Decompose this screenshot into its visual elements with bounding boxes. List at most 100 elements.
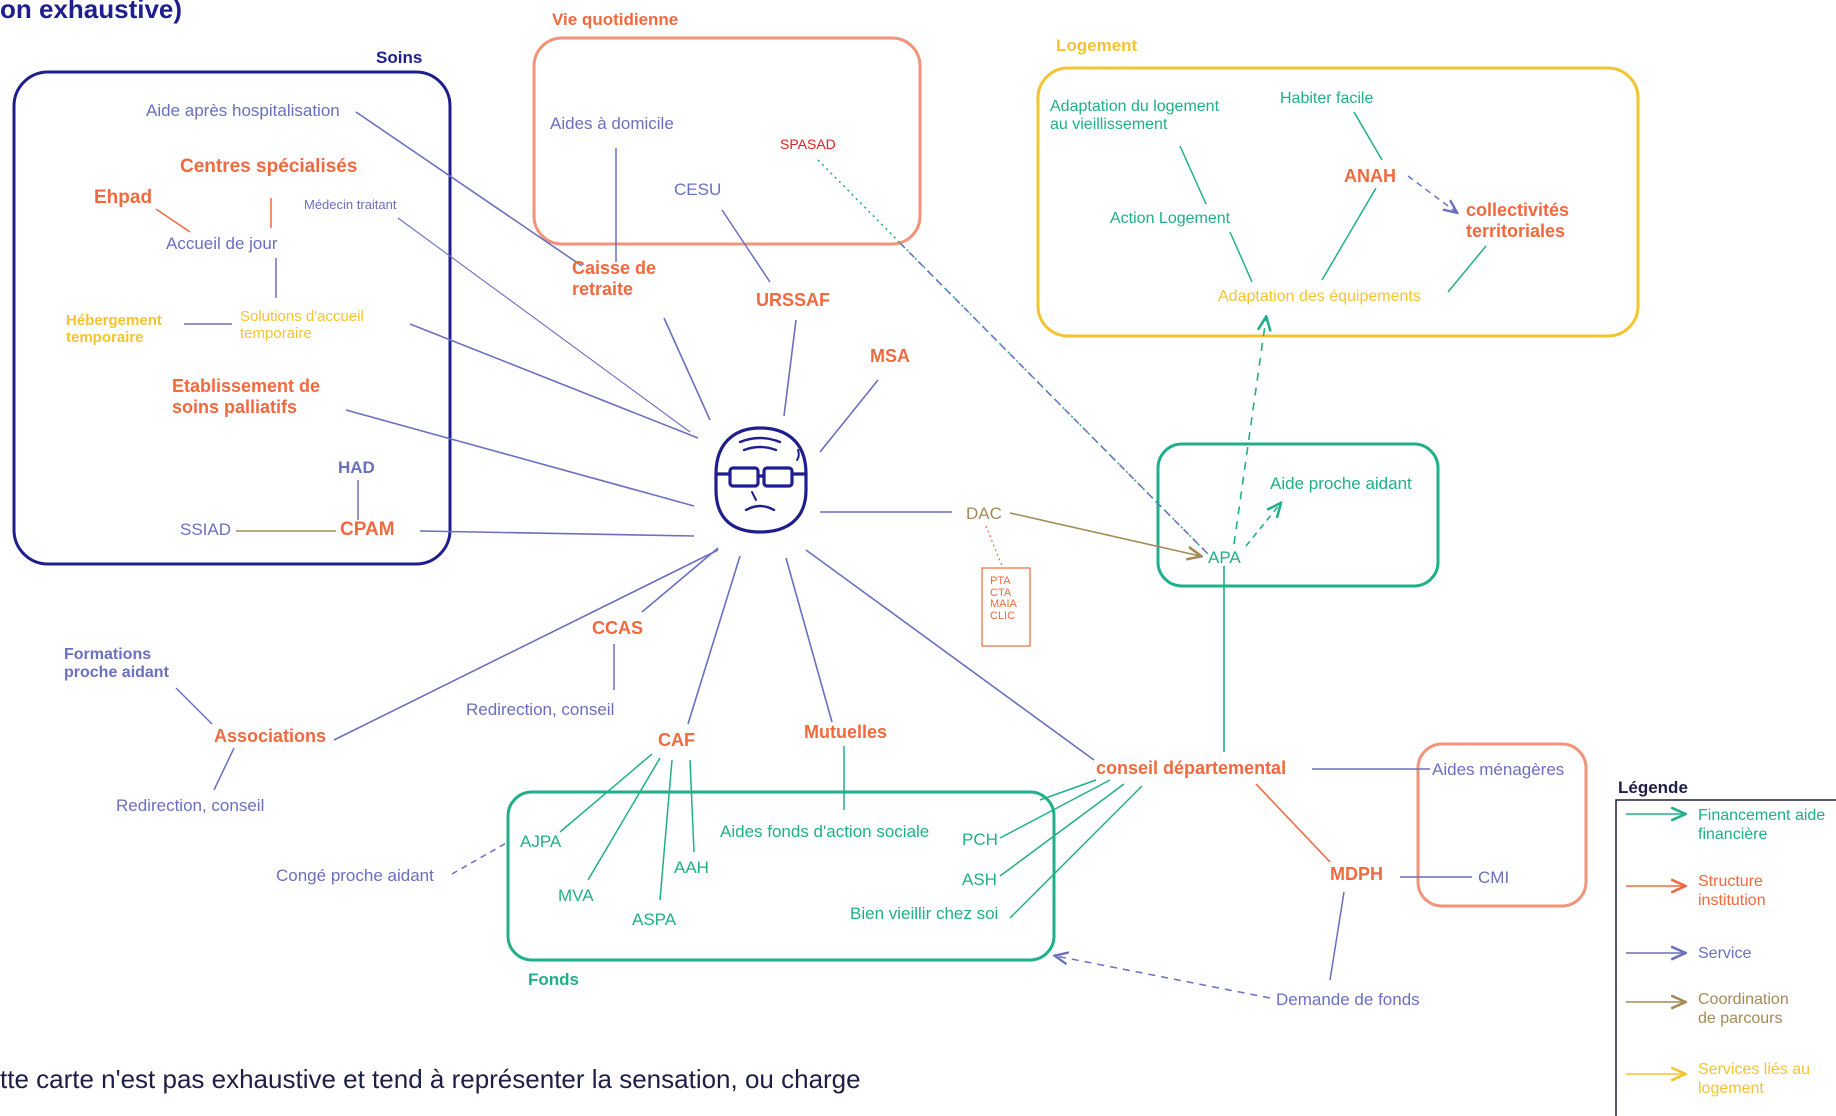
spoke-medecin: [397, 217, 691, 433]
link-conseil-ash: [999, 783, 1125, 877]
group-title-logement: Logement: [1056, 36, 1138, 55]
node-aide-apres-hospitalisation: Aide après hospitalisation: [146, 101, 340, 120]
node-habiter-facile: Habiter facile: [1280, 90, 1374, 107]
link-anah-equip: [1321, 187, 1377, 281]
spoke-cpam: [419, 530, 695, 537]
node-aides-fonds-action-sociale: Aides fonds d'action sociale: [720, 822, 930, 841]
spoke-caf: [687, 555, 741, 725]
node-redirection-conseil-ccas: Redirection, conseil: [466, 700, 615, 719]
link-caf-aah: [689, 759, 695, 853]
node-hebergement-temporaire: Hébergement temporaire: [66, 312, 162, 347]
node-had: HAD: [338, 458, 375, 477]
link-formations-assoc: [175, 687, 213, 725]
elderly-person-icon: [714, 426, 808, 534]
link-demande-fonds: [1056, 956, 1271, 999]
link-apa-equipements: [1233, 318, 1266, 545]
aides-menageres-box: [1416, 742, 1588, 908]
node-cesu: CESU: [674, 180, 722, 199]
dac-subbox: [981, 567, 1031, 647]
link-assoc-redirection: [213, 747, 235, 791]
group-title-vie-quotidienne: Vie quotidienne: [552, 10, 679, 29]
spoke-urssaf: [783, 319, 797, 417]
node-collectivites-territoriales: collectivités territoriales: [1466, 200, 1570, 241]
node-dac: DAC: [966, 504, 1002, 523]
spoke-conseil: [805, 549, 1095, 761]
legend-item-coordination: Coordination de parcours: [1698, 991, 1789, 1028]
spoke-solutions: [409, 323, 699, 439]
node-aide-proche-aidant: Aide proche aidant: [1270, 474, 1412, 493]
node-conge-proche-aidant: Congé proche aidant: [276, 866, 434, 885]
node-msa: MSA: [870, 346, 910, 366]
node-aides-menageres: Aides ménagères: [1432, 760, 1565, 779]
legend-item-logement: Services liés au logement: [1698, 1061, 1811, 1098]
node-demande-de-fonds: Demande de fonds: [1276, 990, 1420, 1009]
soins-box: [12, 70, 452, 566]
node-aah: AAH: [674, 858, 709, 877]
node-dac-box: PTA CTA MAIA CLIC: [990, 575, 1017, 622]
link-dac-box: [985, 525, 1003, 567]
node-action-logement: Action Logement: [1110, 210, 1231, 227]
node-mutuelles: Mutuelles: [804, 722, 888, 742]
node-ajpa: AJPA: [520, 832, 562, 851]
node-ash: ASH: [962, 870, 997, 889]
link-mdph-demande: [1329, 891, 1345, 981]
link-action-equip: [1229, 231, 1253, 283]
vie-quotidienne-box: [532, 36, 922, 246]
node-caisse-de-retraite: Caisse de retraite: [572, 258, 657, 299]
link-dac-apa: [1009, 512, 1200, 556]
legend-title: Légende: [1618, 778, 1688, 797]
spoke-etablissement: [345, 409, 695, 507]
node-redirection-conseil-assoc: Redirection, conseil: [116, 796, 265, 815]
node-associations: Associations: [214, 726, 327, 746]
node-pch: PCH: [962, 830, 998, 849]
link-cesu-urssaf: [721, 209, 771, 283]
node-caf: CAF: [658, 730, 695, 750]
legend-item-structure: Structure institution: [1698, 873, 1766, 910]
page-heading: on exhaustive): [0, 0, 183, 24]
node-bien-vieillir: Bien vieillir chez soi: [850, 904, 999, 923]
logement-box: [1036, 66, 1640, 338]
spoke-mutuelles: [785, 557, 833, 723]
node-cmi: CMI: [1478, 868, 1510, 887]
node-mdph: MDPH: [1330, 864, 1383, 884]
link-conseil-pch: [999, 779, 1111, 839]
spoke-associations: [333, 549, 719, 741]
node-ssiad: SSIAD: [180, 520, 232, 539]
legend-item-financement: Financement aide financière: [1698, 807, 1826, 844]
link-spasad-apa-blue: [899, 242, 1211, 557]
node-anah: ANAH: [1344, 166, 1396, 186]
link-conseil-bien: [1009, 785, 1143, 919]
node-medecin-traitant: Médecin traitant: [304, 197, 397, 212]
link-conge-ajpa: [451, 841, 509, 875]
node-ccas: CCAS: [592, 618, 644, 638]
spoke-msa: [819, 379, 879, 453]
node-cpam: CPAM: [340, 519, 395, 540]
node-adaptation-logement: Adaptation du logement au vieillissement: [1050, 98, 1220, 134]
node-urssaf: URSSAF: [756, 290, 831, 310]
node-apa: APA: [1208, 548, 1241, 567]
node-etablissement-palliatifs: Etablissement de soins palliatifs: [172, 376, 321, 417]
link-caf-aspa: [659, 759, 673, 901]
link-collectivites-equip: [1447, 245, 1487, 293]
node-spasad: SPASAD: [780, 136, 836, 152]
node-adaptation-equipements: Adaptation des équipements: [1218, 288, 1421, 305]
link-conseil-aides-fonds: [1039, 779, 1097, 801]
node-accueil-de-jour: Accueil de jour: [166, 234, 278, 253]
node-aspa: ASPA: [632, 910, 677, 929]
spoke-aide-hosp: [355, 111, 583, 267]
fonds-box: [506, 790, 1056, 962]
bottom-note: tte carte n'est pas exhaustive et tend à…: [0, 1064, 861, 1094]
link-apa-aide: [1245, 504, 1280, 547]
node-formations-proche-aidant: Formations proche aidant: [64, 646, 169, 682]
link-caf-mva: [587, 757, 661, 881]
group-title-soins: Soins: [376, 48, 423, 67]
link-anah-collectivites: [1407, 175, 1456, 212]
spoke-caisse: [663, 317, 711, 421]
node-ehpad: Ehpad: [94, 187, 153, 208]
legend-box: [1615, 799, 1836, 1116]
node-mva: MVA: [558, 886, 594, 905]
link-habiter-anah: [1353, 111, 1383, 161]
link-ehpad-accueil: [155, 208, 191, 233]
link-conseil-mdph: [1255, 783, 1331, 863]
